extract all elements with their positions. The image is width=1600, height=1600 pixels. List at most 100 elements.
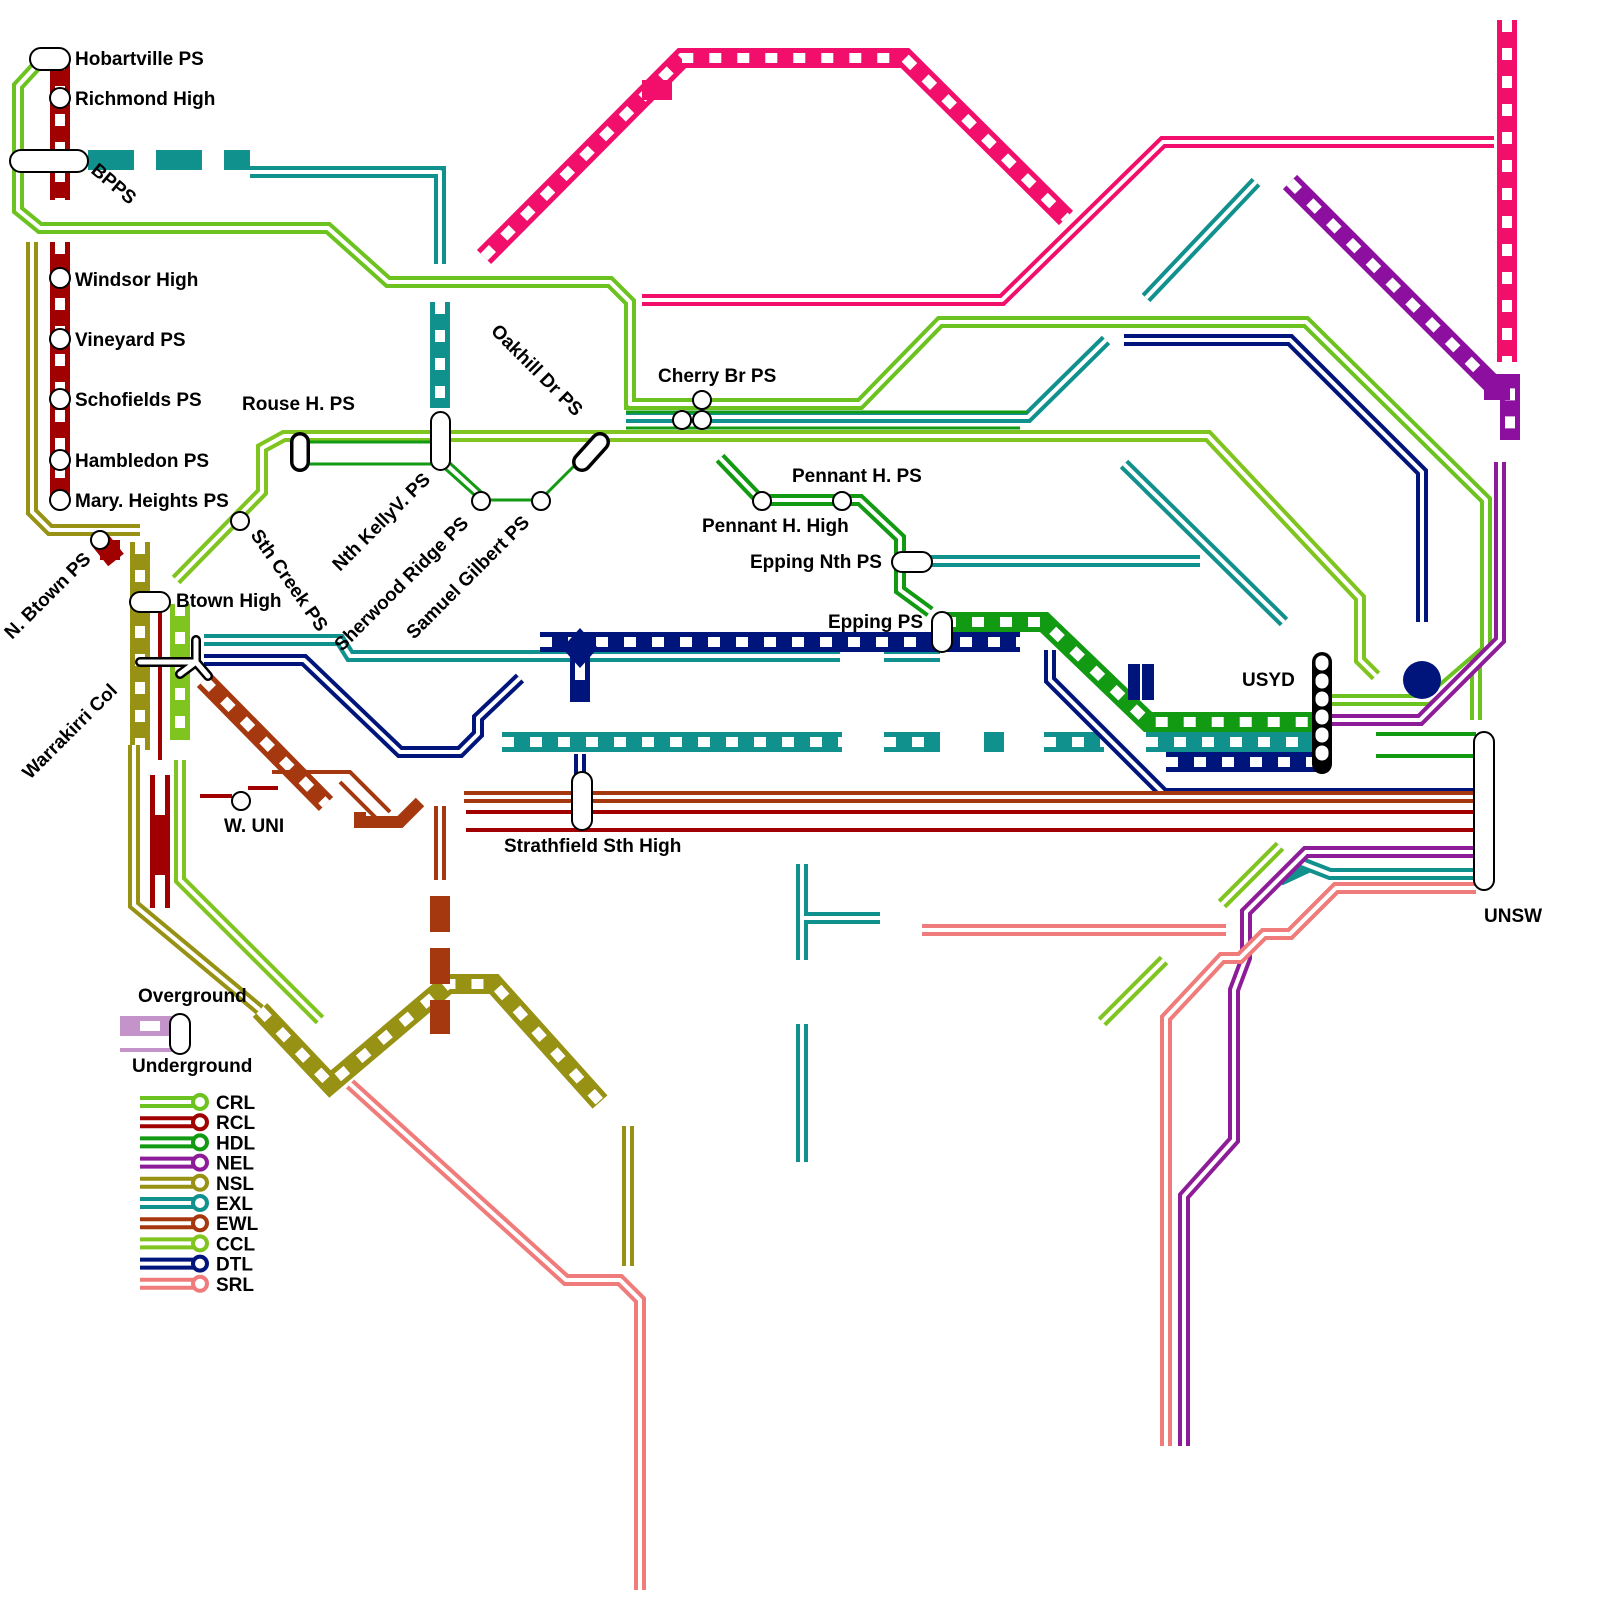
- label-unsw: UNSW: [1484, 906, 1542, 927]
- label-richmond: Richmond High: [75, 89, 215, 110]
- legend-line-list: CRLRCLHDLNELNSLEXLEWLCCLDTLSRL: [140, 1093, 259, 1296]
- legend-terminus-rcl: [193, 1115, 207, 1129]
- legend-row-ewl: EWL: [140, 1214, 259, 1235]
- legend-row-crl: CRL: [140, 1093, 255, 1114]
- legend-label-exl: EXL: [216, 1194, 253, 1215]
- legend-terminus-ccl: [193, 1236, 207, 1250]
- legend-underground-label: Underground: [132, 1056, 252, 1077]
- legend-overground-swatch: [120, 1014, 190, 1054]
- station-marker-pennant-hills-high[interactable]: [753, 492, 771, 510]
- legend-row-rcl: RCL: [140, 1113, 255, 1134]
- station-marker-oakhill[interactable]: [582, 442, 600, 462]
- legend-label-rcl: RCL: [216, 1113, 255, 1134]
- exl-tunnel-gap: [1146, 182, 1256, 298]
- station-marker-epping[interactable]: [932, 612, 952, 652]
- legend-row-srl: SRL: [140, 1275, 254, 1296]
- legend-row-nsl: NSL: [140, 1174, 254, 1195]
- legend-terminus-srl: [193, 1277, 207, 1291]
- station-marker-unsw[interactable]: [1474, 732, 1494, 890]
- station-marker-mary-heights[interactable]: [50, 490, 70, 510]
- label-sth-creek: Sth Creek PS: [246, 526, 332, 636]
- station-marker-windsor[interactable]: [50, 268, 70, 288]
- station-marker-vineyard[interactable]: [50, 329, 70, 349]
- legend-terminus-nel: [193, 1156, 207, 1170]
- station-marker-richmond[interactable]: [50, 88, 70, 108]
- rcl-line: [60, 58, 1478, 908]
- station-marker-sth-creek[interactable]: [231, 512, 249, 530]
- srl-tunnel: [350, 1084, 640, 1590]
- label-mary-heights: Mary. Heights PS: [75, 491, 229, 512]
- label-w-uni: W. UNI: [224, 816, 284, 837]
- purple-segment: [1290, 182, 1510, 440]
- legend-label-ewl: EWL: [216, 1214, 259, 1235]
- crl-line: [18, 62, 1486, 1022]
- legend-row-nel: NEL: [140, 1154, 254, 1175]
- station-marker-epping-nth[interactable]: [892, 552, 932, 572]
- crl-tunnel-gap: [1102, 960, 1164, 1022]
- station-marker-nth-kellyville[interactable]: [431, 412, 450, 470]
- station-marker-hobartville[interactable]: [30, 48, 70, 70]
- legend-row-ccl: CCL: [140, 1234, 255, 1255]
- legend-label-ccl: CCL: [216, 1234, 255, 1255]
- legend-label-srl: SRL: [216, 1275, 254, 1296]
- dtl-tunnel-gap: [1124, 340, 1422, 622]
- exl-tunnel: [1280, 860, 1476, 880]
- label-hambledon: Hambledon PS: [75, 451, 209, 472]
- station-marker-samuel-gilbert[interactable]: [532, 492, 550, 510]
- exl-tunnel: [802, 864, 880, 960]
- crl-tunnel-gap: [1222, 846, 1280, 904]
- label-pennant-hills-high: Pennant H. High: [702, 516, 849, 537]
- legend-terminus-exl: [193, 1196, 207, 1210]
- legend-label-hdl: HDL: [216, 1133, 255, 1154]
- legend-terminus-ewl: [193, 1216, 207, 1230]
- station-marker-schofields[interactable]: [50, 389, 70, 409]
- srl-tunnel-gap: [350, 1084, 640, 1590]
- station-marker-bpps[interactable]: [10, 150, 88, 172]
- hdl-tunnel: [300, 442, 490, 500]
- label-oakhill: Oakhill Dr PS: [486, 321, 586, 421]
- label-cherry-brook: Cherry Br PS: [658, 366, 776, 387]
- hdl-tunnel: [1376, 734, 1476, 756]
- legend-row-hdl: HDL: [140, 1133, 255, 1154]
- legend-row-dtl: DTL: [140, 1255, 253, 1276]
- label-rouse-hill: Rouse H. PS: [242, 394, 355, 415]
- dtl-tunnel: [1124, 340, 1422, 622]
- purple-junction-block: [1484, 374, 1510, 400]
- label-epping-nth: Epping Nth PS: [750, 552, 882, 573]
- label-hobartville: Hobartville PS: [75, 49, 204, 70]
- label-vineyard: Vineyard PS: [75, 330, 186, 351]
- legend-label-dtl: DTL: [216, 1255, 253, 1276]
- nel-tunnel-gap: [1184, 852, 1476, 1446]
- label-n-btown: N. Btown PS: [1, 549, 96, 644]
- label-epping: Epping PS: [828, 612, 923, 633]
- legend-row-exl: EXL: [140, 1194, 253, 1215]
- purple-line-overground: [1290, 182, 1510, 440]
- station-marker-btown-high[interactable]: [130, 592, 170, 612]
- label-btown-high: Btown High: [176, 591, 282, 612]
- legend-label-crl: CRL: [216, 1093, 255, 1114]
- station-marker-hambledon[interactable]: [50, 450, 70, 470]
- label-schofields: Schofields PS: [75, 390, 202, 411]
- map-legend: Overground Underground CRLRCLHDLNELNSLEX…: [120, 986, 259, 1296]
- legend-terminus-crl: [193, 1095, 207, 1109]
- ewl-tunnel: [360, 797, 1478, 822]
- legend-label-nel: NEL: [216, 1154, 254, 1175]
- label-strathfield: Strathfield Sth High: [504, 836, 681, 857]
- magenta-junction-block: [642, 80, 672, 100]
- magenta-segment: [484, 58, 1066, 257]
- dtl-terminus-marker: [1403, 661, 1441, 699]
- magenta-tunnel-gap: [642, 142, 1494, 300]
- station-marker-strathfield[interactable]: [572, 772, 592, 830]
- label-pennant-hills-ps: Pennant H. PS: [792, 466, 922, 487]
- station-marker-sherwood-ridge[interactable]: [472, 492, 490, 510]
- legend-overground-label: Overground: [138, 986, 247, 1007]
- label-warrakirri: Warrakirri Col: [19, 680, 122, 783]
- magenta-line-overground: [484, 20, 1507, 362]
- station-marker-pennant-hills-ps[interactable]: [833, 492, 851, 510]
- label-usyd: USYD: [1242, 670, 1295, 691]
- legend-terminus-hdl: [193, 1135, 207, 1149]
- legend-label-nsl: NSL: [216, 1174, 254, 1195]
- station-marker-n-btown[interactable]: [91, 531, 109, 549]
- station-marker-w-uni[interactable]: [232, 792, 250, 810]
